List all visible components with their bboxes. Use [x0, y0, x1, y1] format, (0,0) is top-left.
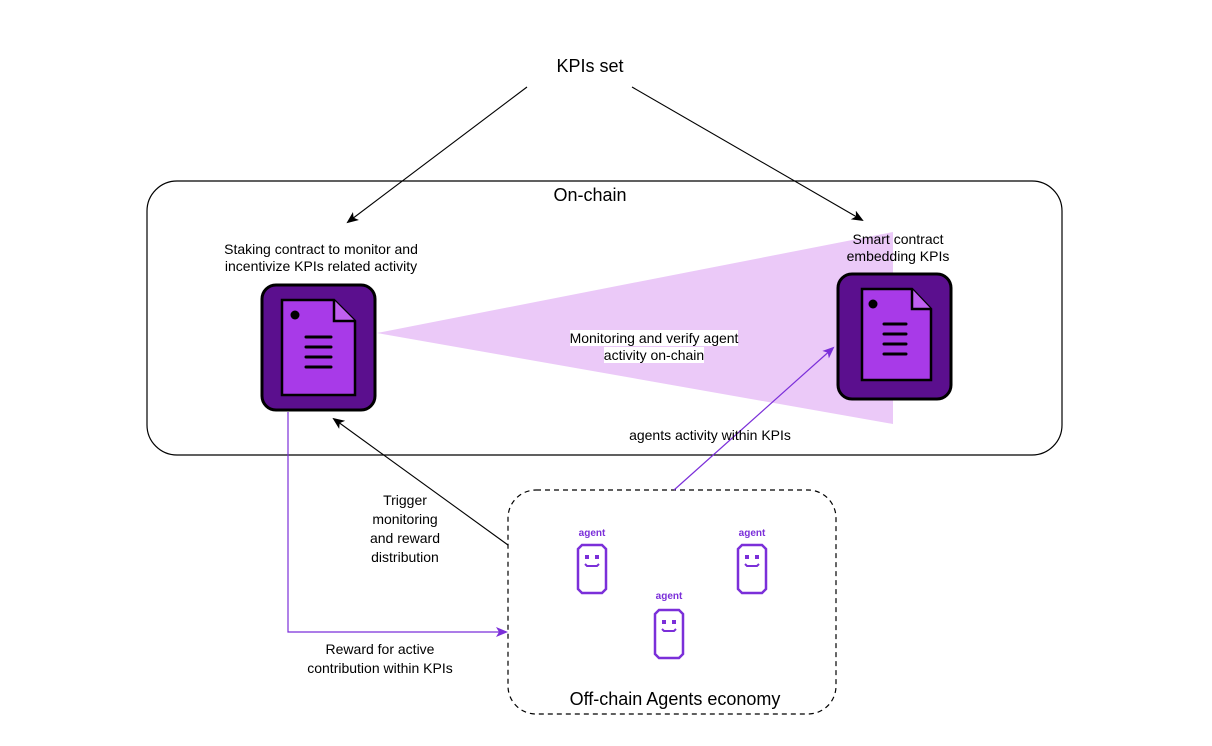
staking-contract-line2: incentivize KPIs related activity: [224, 258, 418, 274]
smart-contract-line1: Smart contract: [852, 231, 944, 247]
agents-activity-label: agents activity within KPIs: [629, 427, 791, 443]
arrow-trigger: [332, 417, 509, 546]
monitoring-beam: [377, 232, 893, 424]
staking-contract-label: Staking contract to monitor and incentiv…: [196, 241, 446, 275]
arrow-kpis-to-smart-contract: [631, 86, 864, 222]
smart-contract-document-icon: [836, 272, 953, 401]
agent-icon: [653, 608, 685, 660]
agent-icon: [576, 543, 608, 595]
kpis-set-label: KPIs set: [556, 56, 624, 76]
arrow-reward: [287, 412, 508, 637]
monitoring-label: Monitoring and verify agent activity on-…: [544, 330, 764, 364]
smart-contract-line2: embedding KPIs: [846, 248, 950, 264]
reward-line1: Reward for active: [325, 641, 435, 657]
staking-contract-document-icon: [260, 283, 377, 412]
reward-line2: contribution within KPIs: [307, 660, 453, 676]
reward-label: Reward for active contribution within KP…: [285, 640, 475, 678]
on-chain-container: [146, 180, 1063, 456]
trigger-label: Trigger monitoring and reward distributi…: [350, 491, 460, 567]
monitoring-line2: activity on-chain: [603, 347, 705, 363]
trigger-line2: monitoring: [372, 511, 438, 527]
off-chain-container: [507, 489, 837, 715]
trigger-line3: and reward: [369, 530, 441, 546]
smart-contract-label: Smart contract embedding KPIs: [838, 231, 958, 265]
agent-label: agent: [578, 528, 606, 539]
trigger-line1: Trigger: [383, 492, 427, 508]
arrow-kpis-to-staking: [346, 86, 528, 224]
trigger-line4: distribution: [371, 549, 439, 565]
staking-contract-line1: Staking contract to monitor and: [224, 241, 418, 257]
agent-label: agent: [655, 591, 683, 602]
agent-icon: [736, 543, 768, 595]
on-chain-title: On-chain: [553, 185, 627, 205]
arrow-agents-activity: [673, 346, 835, 491]
monitoring-line1: Monitoring and verify agent: [569, 330, 739, 346]
agent-label: agent: [738, 528, 766, 539]
off-chain-title: Off-chain Agents economy: [569, 689, 781, 709]
